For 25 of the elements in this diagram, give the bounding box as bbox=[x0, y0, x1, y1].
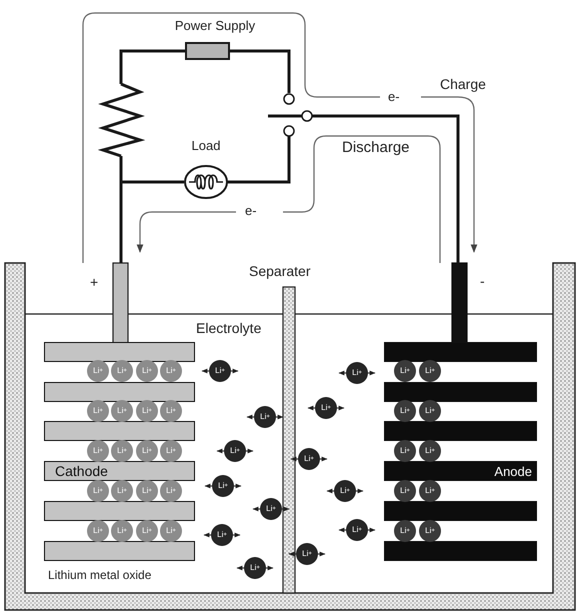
charge-label: Charge bbox=[440, 77, 486, 91]
cathode-plate bbox=[44, 501, 195, 521]
anode-plate bbox=[384, 541, 537, 561]
cathode-plate bbox=[44, 461, 195, 481]
cathode-label: Cathode bbox=[55, 464, 108, 478]
component-label: Power Supply bbox=[174, 19, 256, 32]
anode-label: Anode bbox=[494, 465, 532, 478]
anode-plate bbox=[384, 382, 537, 402]
anode-plate bbox=[384, 501, 537, 521]
discharge-label: Discharge bbox=[342, 140, 410, 155]
anode-plate bbox=[384, 342, 537, 362]
negative-sign: - bbox=[480, 274, 485, 288]
cathode-plate bbox=[44, 342, 195, 362]
cathode-plate bbox=[44, 382, 195, 402]
electron-label: e- bbox=[245, 204, 257, 217]
cathode-plate bbox=[44, 421, 195, 441]
separator-label: Separater bbox=[249, 264, 310, 278]
anode-plate bbox=[384, 461, 537, 481]
anode-plate bbox=[384, 421, 537, 441]
positive-sign: + bbox=[90, 275, 98, 289]
material-label: Lithium metal oxide bbox=[48, 569, 152, 581]
cathode-plate bbox=[44, 541, 195, 561]
electrolyte-label: Electrolyte bbox=[196, 321, 262, 335]
electron-label: e- bbox=[388, 90, 400, 103]
component-label: Load bbox=[190, 139, 222, 152]
